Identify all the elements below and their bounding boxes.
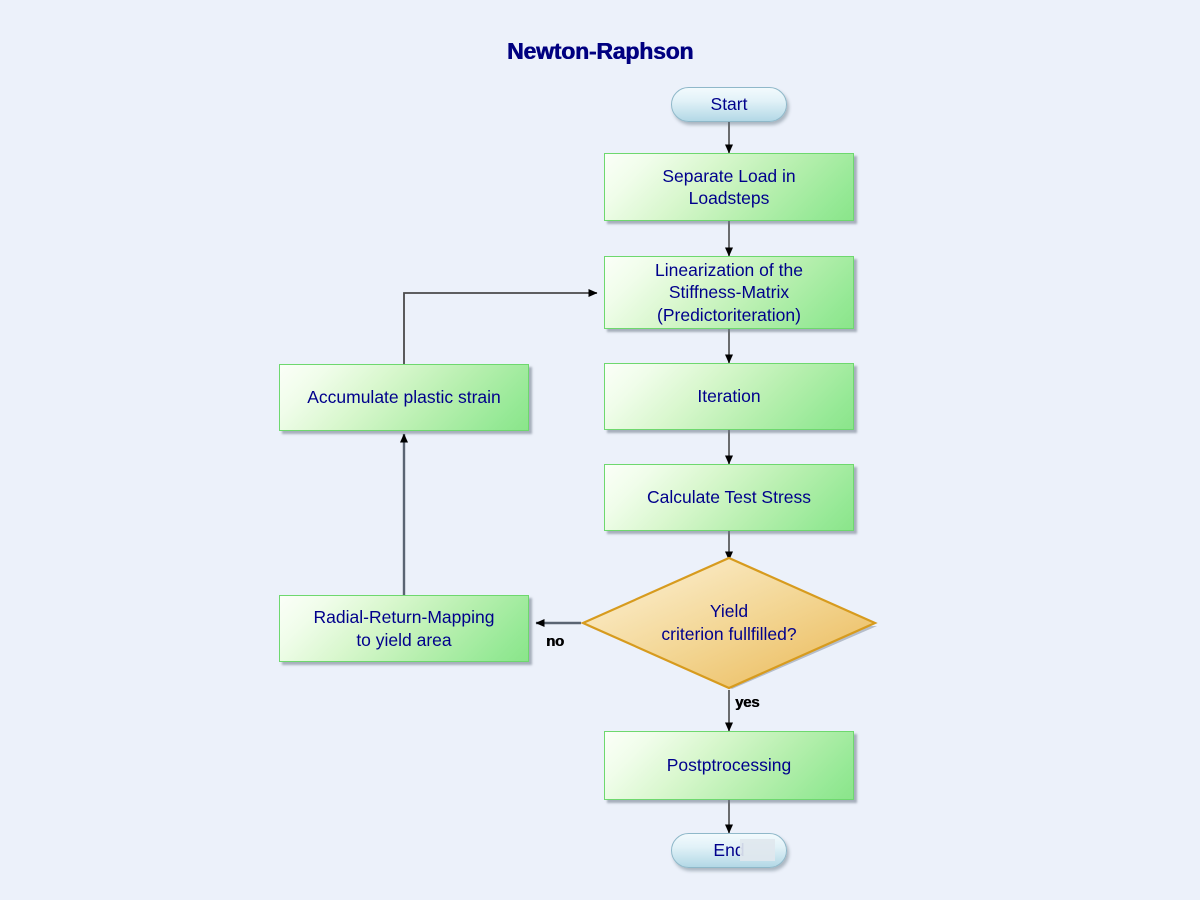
node-linearization-line3: (Predictoriteration)	[657, 304, 801, 325]
node-radial-return-line2: to yield area	[356, 629, 452, 650]
node-linearization-line2: Stiffness-Matrix	[668, 282, 790, 303]
node-radial-return-line1: Radial-Return-Mapping	[313, 607, 495, 628]
node-start-label: Start	[710, 94, 748, 115]
node-yield-criterion-decision[interactable]: Yield criterion fullfilled?	[580, 556, 878, 690]
node-separate-load-line2: Loadsteps	[688, 188, 770, 208]
node-radial-return-label: Radial-Return-Mapping to yield area	[314, 606, 495, 651]
node-separate-load-label: Separate Load in Loadsteps	[662, 165, 795, 210]
edge-label-yes: yes	[735, 694, 760, 711]
node-end[interactable]: End	[671, 833, 787, 868]
node-start[interactable]: Start	[671, 87, 787, 122]
node-linearization-of-stiffness-matrix[interactable]: Linearization of the Stiffness-Matrix (P…	[604, 256, 854, 329]
node-iteration-label: Iteration	[697, 386, 761, 407]
edge-accumulate-to-linearization	[403, 289, 598, 364]
end-label-artifact-overlay	[740, 839, 775, 861]
node-yield-line1: Yield	[709, 601, 749, 622]
page-title: Newton-Raphson	[506, 38, 694, 64]
edge-label-no: no	[546, 633, 564, 650]
node-end-label: End	[713, 840, 745, 861]
node-separate-load-in-loadsteps[interactable]: Separate Load in Loadsteps	[604, 153, 854, 221]
node-accumulate-label: Accumulate plastic strain	[307, 387, 501, 408]
node-separate-load-line1: Separate Load in	[662, 165, 796, 186]
node-radial-return-mapping[interactable]: Radial-Return-Mapping to yield area	[279, 595, 529, 662]
node-linearization-label: Linearization of the Stiffness-Matrix (P…	[655, 259, 803, 326]
node-postprocessing-label: Postptrocessing	[666, 755, 792, 776]
node-accumulate-plastic-strain[interactable]: Accumulate plastic strain	[279, 364, 529, 431]
node-calculate-test-stress-label: Calculate Test Stress	[646, 487, 812, 508]
node-yield-line2: criterion fullfilled?	[661, 624, 797, 644]
decision-diamond-shape	[580, 556, 878, 690]
node-calculate-test-stress[interactable]: Calculate Test Stress	[604, 464, 854, 531]
node-iteration[interactable]: Iteration	[604, 363, 854, 430]
node-yield-criterion-label: Yield criterion fullfilled?	[580, 556, 878, 690]
node-linearization-line1: Linearization of the	[655, 259, 803, 280]
node-postprocessing[interactable]: Postptrocessing	[604, 731, 854, 800]
